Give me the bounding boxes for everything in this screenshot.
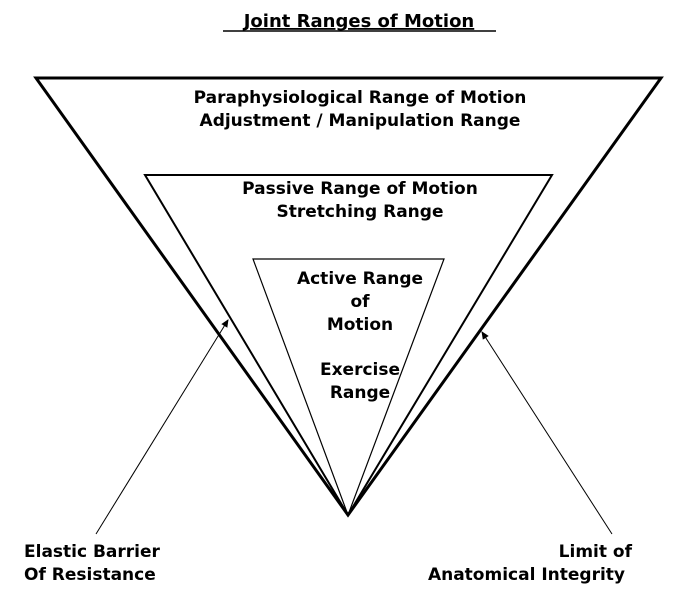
inner-zone-line4: Exercise [320, 360, 400, 380]
outer-triangle [33, 76, 664, 518]
inner-zone-line3: Motion [327, 315, 393, 335]
inner-zone-line2: of [350, 292, 370, 312]
inner-zone-line5: Range [330, 383, 390, 403]
middle-triangle [143, 174, 554, 517]
middle-zone-line1: Passive Range of Motion [242, 179, 478, 199]
right-annotation-line1: Limit of [559, 542, 633, 562]
anatomical-limit-arrow [481, 331, 613, 535]
inner-zone-line1: Active Range [297, 269, 423, 289]
middle-zone-line2: Stretching Range [277, 202, 444, 222]
outer-zone-line1: Paraphysiological Range of Motion [194, 88, 527, 108]
elastic-barrier-arrow [95, 319, 229, 535]
left-annotation-line1: Elastic Barrier [24, 542, 161, 562]
diagram-title: Joint Ranges of Motion [242, 11, 475, 32]
outer-zone-line2: Adjustment / Manipulation Range [200, 111, 521, 131]
right-annotation-line2: Anatomical Integrity [428, 565, 625, 585]
inner-triangle [252, 258, 445, 517]
left-annotation-line2: Of Resistance [24, 565, 156, 585]
